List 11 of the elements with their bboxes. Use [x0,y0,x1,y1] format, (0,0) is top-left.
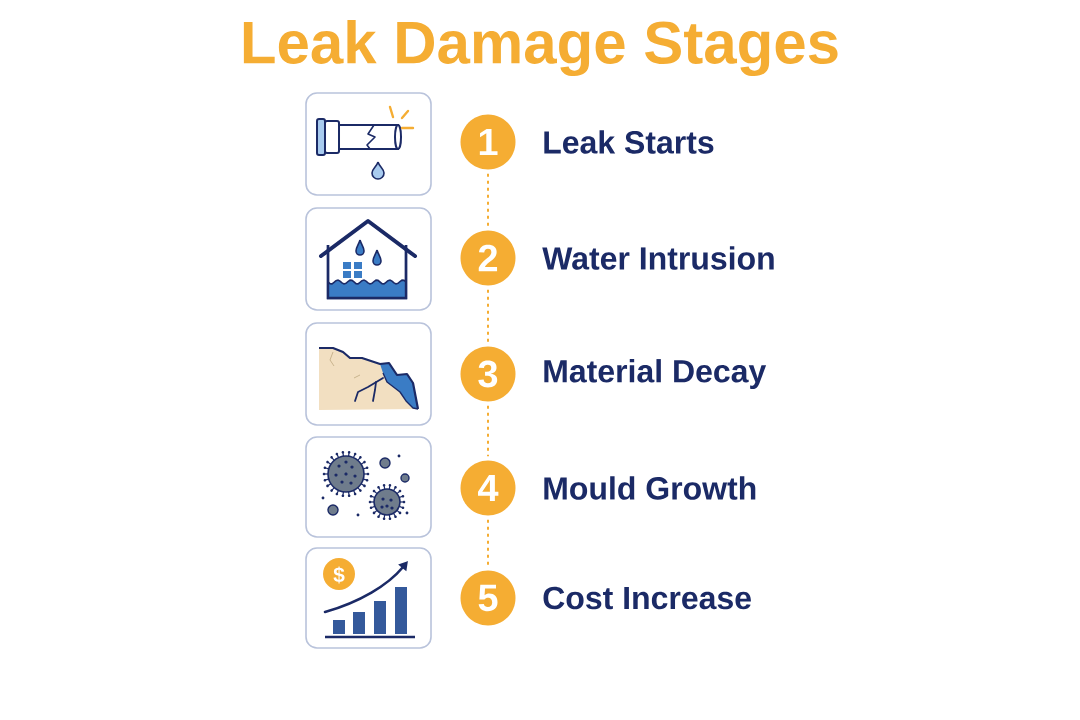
step-label: Leak Starts [544,130,714,154]
step-label: Water Intrusion [542,246,774,270]
dollar-sign: $ [333,566,345,584]
title: Leak Damage Stages [243,19,838,77]
step-label: Material Decay [544,359,767,389]
dotted-connector [487,288,489,344]
dotted-connector [487,172,489,228]
dotted-connector [487,404,489,458]
dotted-connector [487,518,489,568]
step-label: Mould Growth [544,476,756,500]
step-label: Cost Increase [543,586,751,610]
